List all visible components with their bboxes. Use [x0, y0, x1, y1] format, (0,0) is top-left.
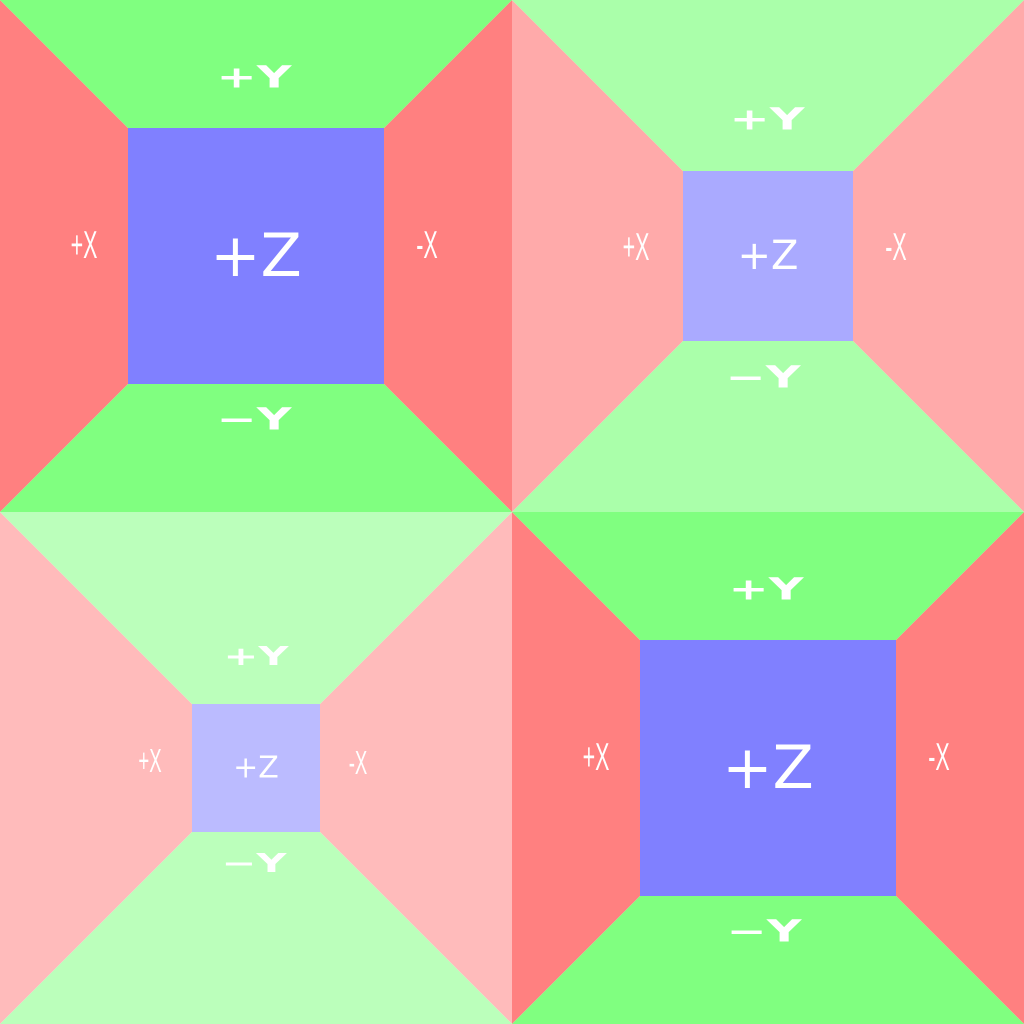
face-pos-y	[512, 512, 1024, 640]
face-pos-y	[512, 0, 1024, 171]
label-neg-y: −Y	[222, 849, 288, 879]
face-pos-x	[0, 512, 192, 1024]
face-neg-x	[853, 0, 1024, 512]
label-neg-x: -X	[885, 225, 906, 268]
label-neg-y: −Y	[726, 361, 802, 395]
face-neg-y	[0, 832, 512, 1024]
label-neg-x: -X	[928, 735, 949, 778]
label-neg-y: −Y	[727, 915, 803, 949]
label-pos-y: +Y	[224, 642, 290, 672]
face-neg-x	[320, 512, 512, 1024]
face-pos-y	[0, 0, 512, 128]
label-pos-x: +X	[623, 225, 650, 268]
label-pos-y: +Y	[729, 573, 805, 607]
face-neg-y	[512, 341, 1024, 512]
label-pos-x: +X	[583, 735, 610, 778]
label-pos-y: +Y	[730, 103, 806, 137]
label-pos-x: +X	[138, 741, 161, 779]
label-pos-y: +Y	[217, 61, 293, 95]
label-pos-x: +X	[71, 223, 98, 266]
label-neg-x: -X	[349, 743, 368, 781]
face-pos-x	[512, 0, 683, 512]
face-pos-z	[128, 128, 384, 384]
face-neg-y	[512, 896, 1024, 1024]
face-pos-x	[0, 0, 128, 512]
label-pos-z: +Z	[738, 233, 799, 279]
face-neg-x	[896, 512, 1024, 1024]
label-neg-x: -X	[416, 223, 437, 266]
label-neg-y: −Y	[217, 403, 293, 437]
face-neg-x	[384, 0, 512, 512]
face-pos-z	[683, 171, 853, 341]
face-neg-y	[0, 384, 512, 512]
face-pos-y	[0, 512, 512, 704]
label-pos-z: +Z	[233, 751, 279, 786]
label-pos-z: +Z	[210, 221, 301, 291]
label-pos-z: +Z	[722, 733, 813, 803]
face-pos-z	[192, 704, 320, 832]
face-pos-z	[640, 640, 896, 896]
face-pos-x	[512, 512, 640, 1024]
